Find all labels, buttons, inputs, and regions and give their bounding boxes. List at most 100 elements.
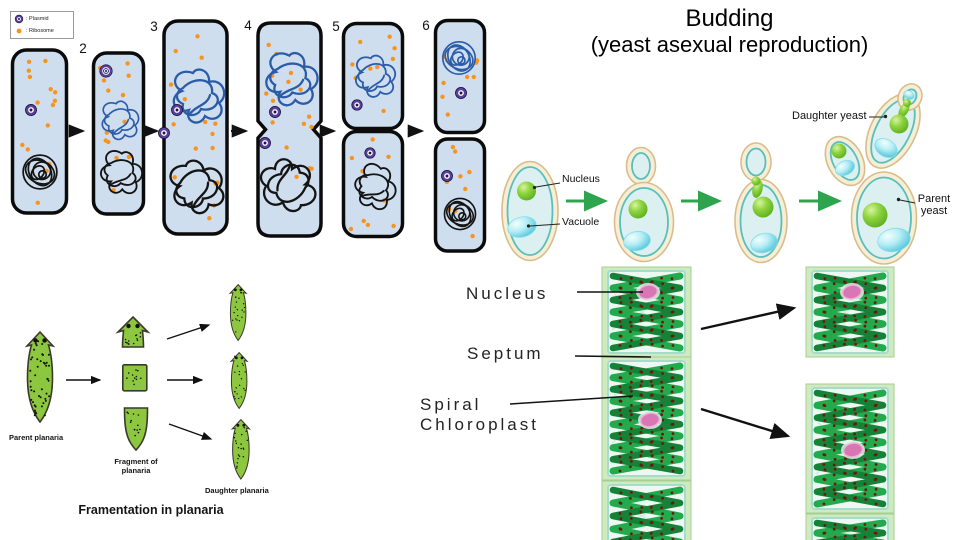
spirogyra-cell bbox=[805, 513, 895, 540]
spirogyra-cell bbox=[601, 356, 692, 481]
yeast-cells bbox=[501, 83, 923, 265]
plasmid-icon bbox=[440, 169, 454, 183]
spirogyra-nucleus bbox=[639, 412, 661, 428]
parent-yeast-label-line1: Parent bbox=[917, 193, 951, 205]
planaria-body bbox=[26, 331, 54, 423]
binary-fission-diagram: 2 3 4 5 6 bbox=[10, 18, 487, 253]
yeast-nucleus bbox=[862, 202, 888, 228]
fragment-head bbox=[115, 315, 151, 348]
fragment-planaria-label: Fragment of planaria bbox=[108, 457, 164, 475]
arrow-icon bbox=[168, 423, 213, 440]
pointer-line bbox=[899, 199, 916, 204]
bacterium-stage-6-bottom bbox=[433, 137, 487, 253]
spirogyra-septum-label: Septum bbox=[467, 344, 544, 363]
fragment-middle bbox=[122, 364, 148, 392]
plasmid-icon bbox=[454, 86, 468, 100]
yeast-nucleus bbox=[752, 196, 774, 218]
nucleus-label: Nucleus bbox=[562, 173, 600, 185]
yeast-nucleus bbox=[517, 181, 536, 201]
spirogyra-cell bbox=[601, 266, 692, 358]
parent-yeast-label-line2: yeast bbox=[920, 204, 948, 217]
parent-planaria-label: Parent planaria bbox=[9, 433, 64, 442]
spirogyra-cell bbox=[601, 480, 692, 540]
plasmid-icon bbox=[14, 14, 24, 24]
bacterium-stage-5-top bbox=[341, 21, 405, 131]
legend-ribosome-label: : Ribosome bbox=[26, 28, 54, 34]
yeast-vacuole bbox=[623, 230, 651, 252]
pointer-dot bbox=[526, 224, 531, 228]
planaria-caption: Framentation in planaria bbox=[78, 503, 224, 517]
plasmid-icon bbox=[350, 98, 364, 112]
step-numbers: 2 3 4 5 6 bbox=[79, 18, 430, 56]
plasmid-icon bbox=[268, 105, 282, 119]
spirogyra-nucleus bbox=[842, 442, 864, 458]
planaria-fragmentation-diagram bbox=[26, 284, 250, 480]
yeast-nucleus bbox=[831, 143, 847, 159]
spirogyra-nucleus-label: Nucleus bbox=[466, 284, 549, 303]
planaria-arrows bbox=[66, 323, 213, 440]
budding-title-line1: Budding bbox=[685, 5, 774, 32]
daughter-yeast-label: Daughter yeast bbox=[792, 110, 867, 122]
pointer-dot bbox=[896, 197, 901, 202]
step-number-2: 2 bbox=[79, 41, 87, 56]
step-number-5: 5 bbox=[332, 19, 340, 34]
spiro-arrows bbox=[700, 303, 797, 440]
step-number-3: 3 bbox=[150, 19, 158, 34]
arrow-icon bbox=[166, 323, 211, 340]
yeast-vacuole bbox=[835, 159, 855, 177]
spirogyra-nucleus bbox=[637, 284, 659, 300]
planaria-body bbox=[230, 352, 248, 409]
ribosome-dots bbox=[20, 34, 480, 239]
fragment-label-line1: Fragment of bbox=[114, 457, 158, 466]
legend-row-ribosome: : Ribosome bbox=[14, 26, 70, 36]
pointer-dot bbox=[532, 185, 537, 190]
spirogyra-cell bbox=[805, 383, 895, 514]
ribosome-icon bbox=[16, 28, 22, 34]
label-pointer-lines bbox=[526, 114, 916, 228]
plasmid-icon bbox=[363, 146, 377, 160]
chloroplast-label-line2: Chloroplast bbox=[420, 415, 539, 434]
spirogyra-nucleus bbox=[841, 284, 863, 300]
step-number-4: 4 bbox=[244, 18, 252, 33]
fission-legend: : Plasmid : Ribosome bbox=[10, 11, 74, 39]
yeast-vacuole bbox=[877, 227, 911, 253]
plasmid-icon bbox=[170, 103, 184, 117]
fragment-tail bbox=[123, 407, 149, 452]
daughter-planaria-3 bbox=[231, 419, 250, 480]
pointer-line bbox=[509, 395, 634, 405]
plasmid-icon bbox=[258, 136, 272, 150]
pointer-dot bbox=[883, 114, 888, 119]
parent-planaria bbox=[26, 331, 54, 423]
spirogyra-fragmentation-diagram bbox=[509, 266, 895, 540]
spiro-pointer-lines bbox=[509, 291, 652, 405]
vacuole-label: Vacuole bbox=[562, 216, 600, 228]
yeast-nucleus bbox=[889, 114, 909, 134]
budding-diagram bbox=[501, 83, 923, 265]
daughter-planaria-1 bbox=[229, 284, 247, 341]
plasmid-icon bbox=[98, 63, 114, 79]
bacterium-stage-6-top bbox=[433, 18, 487, 135]
spirogyra-filaments bbox=[601, 266, 895, 540]
dna-nucleoids bbox=[20, 40, 478, 232]
budding-title-line2: (yeast asexual reproduction) bbox=[590, 32, 869, 57]
pointer-line bbox=[574, 355, 652, 358]
step-number-6: 6 bbox=[422, 18, 430, 33]
yeast-vacuole bbox=[874, 138, 898, 158]
yeast-nucleus bbox=[628, 199, 648, 219]
chloroplast-label-line1: Spiral bbox=[420, 395, 482, 414]
arrow-icon bbox=[700, 407, 791, 440]
arrow-icon bbox=[700, 303, 797, 331]
spirogyra-cell bbox=[805, 266, 895, 358]
daughter-planaria-2 bbox=[230, 352, 248, 409]
legend-plasmid-label: : Plasmid bbox=[26, 16, 49, 22]
plasmid-icon bbox=[24, 103, 38, 117]
parent-yeast-label: Parent yeast bbox=[914, 193, 954, 217]
spirogyra-chloroplast-label: Spiral Chloroplast bbox=[420, 395, 539, 435]
legend-row-plasmid: : Plasmid bbox=[14, 14, 70, 24]
daughter-planaria-label: Daughter planaria bbox=[205, 486, 269, 495]
pointer-line bbox=[535, 182, 561, 188]
plasmid-icon bbox=[157, 126, 171, 140]
fragment-label-line2: planaria bbox=[121, 466, 151, 475]
pointer-line bbox=[529, 223, 561, 227]
